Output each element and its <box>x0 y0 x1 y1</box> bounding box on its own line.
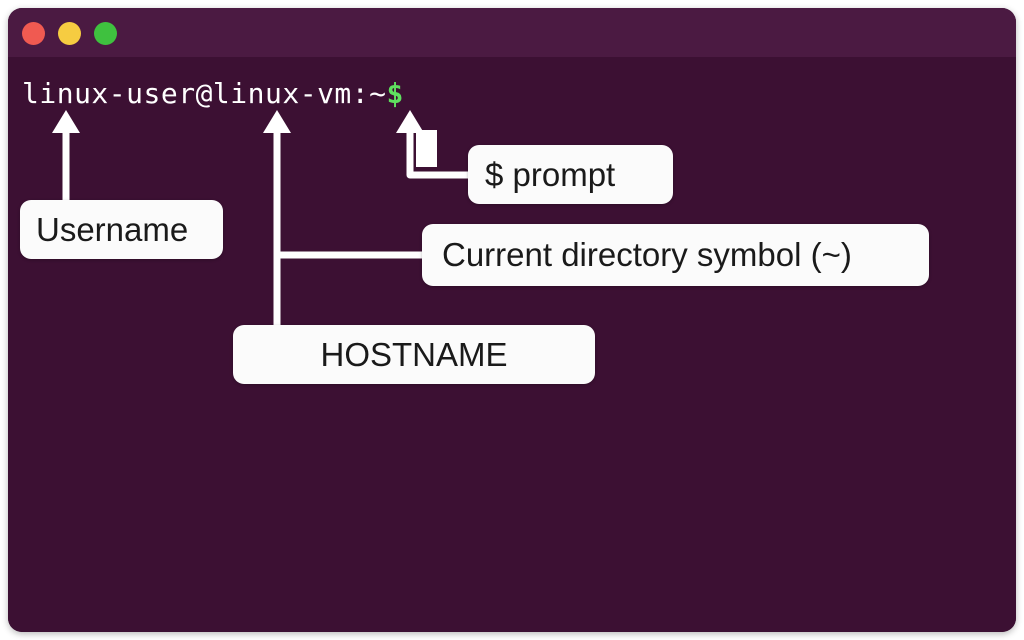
callout-dollar-prompt-label: $ prompt <box>485 155 616 193</box>
close-button-icon[interactable] <box>22 22 45 45</box>
connector-hostname <box>263 110 291 325</box>
callout-current-directory[interactable]: Current directory symbol (~) <box>422 224 929 286</box>
minimize-button-icon[interactable] <box>58 22 81 45</box>
callout-username-label: Username <box>36 210 189 248</box>
shell-prompt-line: linux-user@linux-vm:~$ <box>22 77 404 111</box>
connector-dollar-prompt <box>396 110 468 179</box>
title-bar[interactable] <box>8 8 1016 57</box>
callout-current-directory-label: Current directory symbol (~) <box>442 236 852 273</box>
prompt-user-host-cwd: linux-user@linux-vm:~ <box>22 77 387 110</box>
terminal-window: linux-user@linux-vm:~$ <box>8 8 1016 632</box>
callout-hostname[interactable]: HOSTNAME <box>233 325 595 384</box>
callout-dollar-prompt[interactable]: $ prompt <box>468 145 673 204</box>
window-controls <box>22 22 117 45</box>
callout-username[interactable]: Username <box>20 200 223 259</box>
block-cursor <box>416 130 437 167</box>
connector-username <box>52 110 80 200</box>
callout-hostname-label: HOSTNAME <box>320 335 508 373</box>
prompt-dollar-sigil: $ <box>386 77 404 110</box>
zoom-button-icon[interactable] <box>94 22 117 45</box>
